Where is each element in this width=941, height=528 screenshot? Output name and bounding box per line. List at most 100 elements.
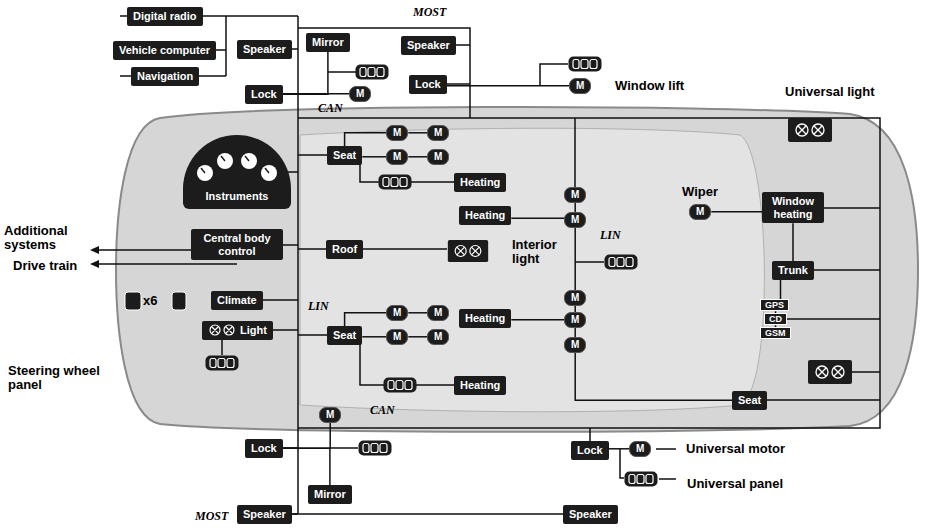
- bus-connector: [780, 280, 782, 299]
- bus-connector: [792, 223, 794, 261]
- node-label: CD: [769, 314, 782, 324]
- motor-node: M: [689, 204, 711, 220]
- module-box: Heating: [459, 206, 511, 225]
- bus-connector: [283, 93, 349, 95]
- node-label: Heating: [460, 176, 500, 189]
- motor-node: M: [564, 337, 586, 353]
- node-label: Instruments: [189, 190, 285, 203]
- module-box: Speaker: [237, 505, 292, 524]
- node-label: M: [696, 206, 704, 218]
- node-label: Lock: [577, 444, 603, 457]
- node-label: M: [636, 443, 644, 455]
- node-label: GPS: [765, 300, 784, 310]
- module-box: Navigation: [131, 67, 199, 86]
- node-label: M: [571, 292, 579, 304]
- motor-node: M: [629, 441, 651, 457]
- instrument-cluster: Instruments: [183, 135, 291, 209]
- callout-label: Additional systems: [4, 224, 86, 253]
- arrowheads: [90, 246, 99, 268]
- motor-node: M: [349, 86, 371, 102]
- callout-label: Universal motor: [686, 442, 785, 456]
- module-box: Lock: [571, 441, 609, 460]
- node-label: Heating: [465, 209, 505, 222]
- bus-connector: [511, 319, 564, 321]
- module-box: Climate: [211, 291, 263, 310]
- module-box: Seat: [732, 391, 767, 410]
- bus-connector: [362, 156, 386, 158]
- node-label: GSM: [765, 328, 786, 338]
- callout-label: x6: [143, 294, 157, 308]
- module-box: Window heating: [762, 192, 824, 223]
- small-module-box: GPS: [760, 299, 789, 311]
- node-label: Speaker: [569, 508, 612, 521]
- module-box: Heating: [454, 173, 506, 192]
- universal-panel-icon: [359, 441, 392, 456]
- node-label: M: [434, 307, 442, 319]
- node-label: Mirror: [314, 488, 346, 501]
- node-label: M: [393, 151, 401, 163]
- node-label: Seat: [333, 329, 356, 342]
- module-box: Roof: [326, 240, 363, 259]
- bus-connector: [408, 132, 427, 134]
- node-label: M: [393, 127, 401, 139]
- bus-connector: [609, 448, 629, 450]
- module-box: Seat: [327, 146, 362, 165]
- bus-connector: [574, 328, 576, 338]
- node-label: Mirror: [312, 36, 344, 49]
- node-label: Window heating: [768, 195, 818, 220]
- node-label: Lock: [251, 88, 277, 101]
- module-box: Speaker: [237, 40, 292, 59]
- car-body: [116, 107, 918, 432]
- motor-node: M: [564, 212, 586, 228]
- module-box: Heating: [459, 309, 511, 328]
- node-label: Lock: [415, 78, 441, 91]
- motor-node: M: [569, 78, 591, 94]
- bus-connector: [574, 203, 576, 213]
- motor-node: M: [427, 149, 449, 165]
- motor-node: M: [386, 329, 408, 345]
- module-box: Trunk: [772, 261, 814, 280]
- motor-node: M: [564, 312, 586, 328]
- node-label: Trunk: [778, 264, 808, 277]
- bus-connector: [345, 133, 386, 146]
- motor-node: M: [319, 407, 341, 423]
- interior-light-icon: [448, 240, 488, 262]
- node-label: Seat: [333, 149, 356, 162]
- universal-panel-icon: [356, 65, 389, 80]
- callout-label: Universal panel: [687, 477, 783, 491]
- bus-connector: [283, 448, 330, 485]
- node-label: M: [434, 127, 442, 139]
- universal-light-icon: [808, 360, 852, 384]
- bus-connector: [362, 336, 386, 338]
- motor-node: M: [564, 187, 586, 203]
- node-label: M: [571, 189, 579, 201]
- node-label: M: [571, 214, 579, 226]
- bus-connector: [345, 313, 386, 326]
- universal-panel-icon: [605, 255, 638, 270]
- engine-motor-icons: [125, 292, 186, 310]
- bus-connector: [711, 211, 762, 213]
- callout-label: Window lift: [615, 79, 684, 93]
- bus-name: CAN: [318, 101, 343, 116]
- car-cabin: [300, 128, 764, 412]
- node-label: M: [434, 151, 442, 163]
- module-box: Mirror: [308, 485, 352, 504]
- node-label: Vehicle computer: [119, 44, 210, 57]
- bus-name: MOST: [413, 5, 446, 20]
- bus-name: CAN: [370, 403, 395, 418]
- node-label: M: [434, 331, 442, 343]
- node-label: Climate: [217, 294, 257, 307]
- node-label: Heating: [465, 312, 505, 325]
- node-label: Roof: [332, 243, 357, 256]
- motor-node: M: [386, 305, 408, 321]
- motor-node: M: [427, 125, 449, 141]
- node-label: Heating: [460, 379, 500, 392]
- callout-label: Drive train: [13, 259, 77, 273]
- callout-label: Universal light: [785, 85, 875, 99]
- bus-name: MOST: [195, 509, 228, 524]
- universal-light-icon: [788, 118, 832, 142]
- module-box: Seat: [327, 326, 362, 345]
- node-label: Central body control: [197, 232, 277, 257]
- lamp-symbol: [208, 324, 236, 336]
- motor-node: M: [386, 149, 408, 165]
